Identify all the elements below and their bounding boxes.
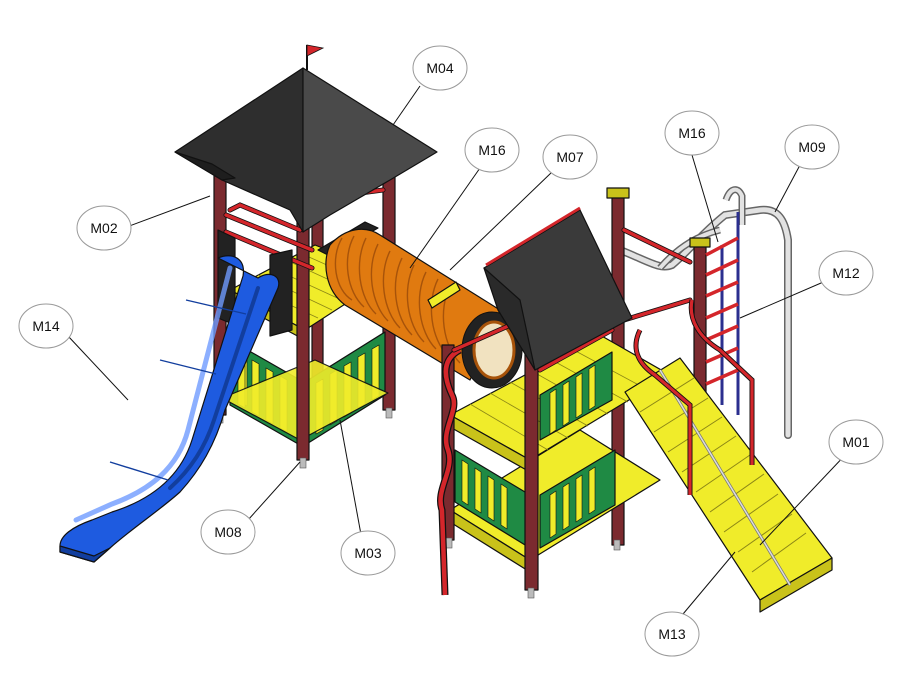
callout-m13: M13 — [644, 611, 700, 657]
callout-m16-tunnel: M16 — [464, 127, 520, 173]
callout-m16-ladder: M16 — [664, 110, 720, 156]
callout-m16-tunnel-label: M16 — [478, 142, 505, 158]
callout-m16-ladder-label: M16 — [678, 125, 705, 141]
callout-m02: M02 — [76, 205, 132, 251]
callout-m09: M09 — [784, 124, 840, 170]
callout-m08-label: M08 — [214, 524, 241, 540]
callout-m14: M14 — [18, 303, 74, 349]
callout-m04-label: M04 — [426, 60, 453, 76]
callout-m07: M07 — [542, 134, 598, 180]
tube-slide — [59, 255, 280, 563]
callout-m01-label: M01 — [842, 434, 869, 450]
callout-m01: M01 — [828, 419, 884, 465]
callout-m07-label: M07 — [556, 149, 583, 165]
climbing-ramp — [624, 299, 833, 613]
leader-lines — [67, 85, 849, 621]
callout-m04: M04 — [412, 45, 468, 91]
callout-m03-label: M03 — [354, 545, 381, 561]
right-tower — [427, 187, 693, 599]
callout-m03: M03 — [340, 530, 396, 576]
callout-m02-label: M02 — [90, 220, 117, 236]
callout-m12: M12 — [818, 250, 874, 296]
callout-m08: M08 — [200, 509, 256, 555]
callout-m13-label: M13 — [658, 626, 685, 642]
callout-m12-label: M12 — [832, 265, 859, 281]
crawl-tunnel — [317, 221, 523, 389]
callout-m14-label: M14 — [32, 318, 59, 334]
callout-m09-label: M09 — [798, 139, 825, 155]
